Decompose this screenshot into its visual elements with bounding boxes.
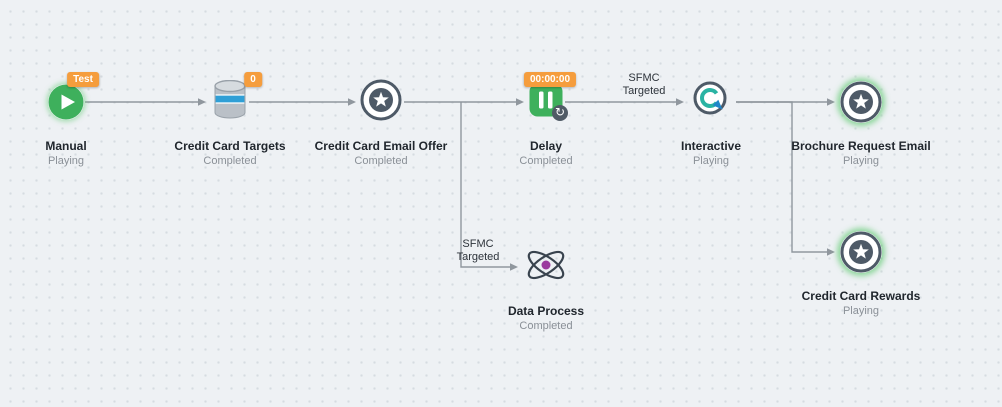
node-interactive[interactable]: Interactive Playing [626, 81, 796, 169]
node-brochure-request-email[interactable]: Brochure Request Email Playing [776, 81, 946, 169]
node-status: Playing [842, 155, 880, 168]
node-data-process[interactable]: Data Process Completed [461, 247, 631, 334]
edge-label-sfmc-targeted: SFMC Targeted [622, 72, 666, 98]
node-label: Interactive [680, 139, 742, 153]
node-label: Brochure Request Email [791, 139, 931, 153]
node-credit-card-rewards[interactable]: Credit Card Rewards Playing [776, 231, 946, 319]
node-label: Delay [529, 139, 563, 153]
node-label: Data Process [507, 304, 585, 318]
node-credit-card-email-offer[interactable]: Credit Card Email Offer Completed [296, 79, 466, 169]
count-badge: 0 [244, 72, 262, 87]
recurrence-icon: ↻ [552, 105, 568, 121]
node-label: Credit Card Rewards [801, 289, 921, 303]
email-star-icon [840, 231, 882, 273]
email-star-icon [840, 81, 882, 123]
edge-label-sfmc-targeted: SFMC Targeted [456, 238, 500, 264]
node-status: Completed [203, 155, 257, 168]
node-credit-card-targets[interactable]: 0 Credit Card Targets Completed [145, 72, 315, 169]
play-icon [48, 84, 84, 120]
node-delay[interactable]: 00:00:00 ↻ Delay Completed [461, 72, 631, 169]
node-status: Playing [47, 155, 85, 168]
node-status: Playing [692, 155, 730, 168]
interactive-icon [689, 78, 733, 127]
node-status: Completed [354, 155, 408, 168]
database-icon [213, 79, 247, 124]
node-manual[interactable]: Test Manual Playing [0, 72, 151, 169]
test-badge: Test [67, 72, 99, 87]
node-status: Completed [519, 155, 573, 168]
timer-badge: 00:00:00 [523, 72, 577, 87]
atom-icon [521, 242, 571, 293]
node-label: Manual [45, 139, 87, 153]
email-star-icon [360, 79, 402, 126]
node-label: Credit Card Email Offer [314, 139, 448, 153]
node-label: Credit Card Targets [174, 139, 286, 153]
node-status: Playing [842, 305, 880, 318]
node-status: Completed [519, 320, 573, 333]
